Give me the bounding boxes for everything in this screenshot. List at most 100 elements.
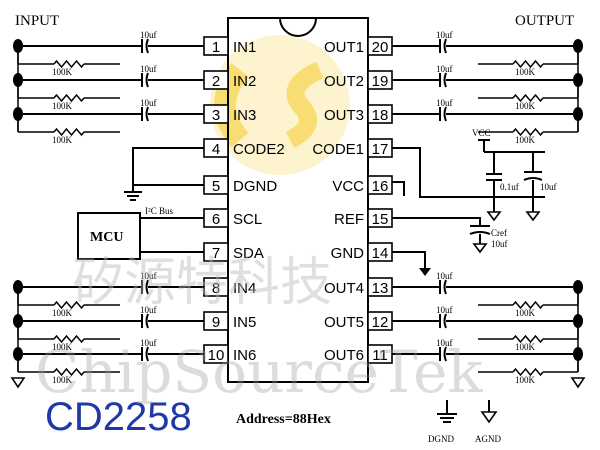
pin-number: 10 <box>208 347 225 364</box>
cap-label: 10uf <box>436 64 453 74</box>
cap-label: 10uf <box>436 271 453 281</box>
pin-20: 20 OUT1 <box>324 36 393 56</box>
pin-14: 14 GND <box>331 242 393 262</box>
pin-name: GND <box>331 245 365 262</box>
pin-name: REF <box>334 211 364 228</box>
pin-17: 17 CODE1 <box>312 138 393 158</box>
mcu-label: MCU <box>90 230 123 245</box>
pin-name: OUT5 <box>324 314 364 331</box>
gnd-wiring <box>392 251 431 276</box>
ref-wiring <box>392 217 491 254</box>
input-channel-4: 10uf 100K <box>13 271 204 318</box>
pin-name: DGND <box>233 178 277 195</box>
cap-label: 10uf <box>140 64 157 74</box>
pin-name: CODE1 <box>312 141 364 158</box>
pin-number: 2 <box>212 73 220 90</box>
pin-number: 4 <box>212 141 220 158</box>
cref-value: 10uf <box>491 239 508 249</box>
pin-name: IN5 <box>233 314 256 331</box>
pin-number: 1 <box>212 39 220 56</box>
pin-number: 9 <box>212 314 220 331</box>
cap-label: 10uf <box>140 98 157 108</box>
pin-name: OUT4 <box>324 280 364 297</box>
cap-label: 10uf <box>140 271 157 281</box>
pin-8: 8 IN4 <box>203 277 256 297</box>
chip-title: CD2258 <box>45 395 192 439</box>
code2-dgnd-wiring <box>124 147 204 201</box>
pin-5: 5 DGND <box>203 175 277 195</box>
pin-name: OUT1 <box>324 39 364 56</box>
resistor-label: 100K <box>515 342 536 352</box>
pin-number: 18 <box>372 107 389 124</box>
ground-symbols <box>437 400 498 424</box>
dgnd-label: DGND <box>428 434 454 444</box>
resistor-label: 100K <box>52 308 73 318</box>
resistor-label: 100K <box>515 135 536 145</box>
cap-label: 10uf <box>140 30 157 40</box>
mcu-box <box>77 212 141 260</box>
pin-name: IN1 <box>233 39 256 56</box>
pin-number: 14 <box>372 245 389 262</box>
cref-label: Cref <box>491 228 507 238</box>
watermark-chinese: 矽源特科技 <box>72 253 332 313</box>
right-pins: 20OUT119OUT218OUT317CODE116VCC15REF14GND… <box>312 36 393 364</box>
pin-11: 11 OUT6 <box>324 344 393 364</box>
input-channel-2: 10uf 100K <box>13 64 204 111</box>
address-note: Address=88Hex <box>236 412 331 427</box>
pin-1: 1 IN1 <box>203 36 256 56</box>
decoupling-big-label: 10uf <box>540 182 557 192</box>
agnd-label: AGND <box>475 434 501 444</box>
resistor-label: 100K <box>515 375 536 385</box>
resistor-label: 100K <box>515 101 536 111</box>
pin-number: 5 <box>212 178 220 195</box>
resistor-label: 100K <box>515 308 536 318</box>
pin-box <box>367 175 393 195</box>
pin-3: 3 IN3 <box>203 104 256 124</box>
pin-number: 3 <box>212 107 220 124</box>
pin-number: 16 <box>372 178 389 195</box>
pin-number: 11 <box>372 347 388 364</box>
resistor-label: 100K <box>52 375 73 385</box>
watermark-english: ChipSourceTek <box>35 338 483 406</box>
cap-label: 10uf <box>436 305 453 315</box>
pin-name: IN6 <box>233 347 256 364</box>
cap-label: 10uf <box>140 305 157 315</box>
resistor-label: 100K <box>52 342 73 352</box>
pin-name: SDA <box>233 245 264 262</box>
pin-name: OUT6 <box>324 347 364 364</box>
pin-name: IN4 <box>233 280 256 297</box>
code1-vcc-wiring <box>392 139 545 222</box>
pin-name: IN3 <box>233 107 256 124</box>
output-channel-1: 10uf 100K <box>392 30 583 77</box>
resistor-label: 100K <box>52 67 73 77</box>
cap-label: 10uf <box>436 30 453 40</box>
input-header: INPUT <box>15 13 59 29</box>
vcc-label: VCC <box>472 128 491 138</box>
pin-name: SCL <box>233 211 262 228</box>
pin-number: 17 <box>372 141 389 158</box>
decoupling-small-label: 0.1uf <box>500 182 519 192</box>
pin-number: 6 <box>212 211 220 228</box>
pin-9: 9 IN5 <box>203 311 256 331</box>
pin-6: 6 SCL <box>203 208 262 228</box>
pin-name: IN2 <box>233 73 256 90</box>
pin-number: 20 <box>372 39 389 56</box>
bus-label: I²C Bus <box>145 206 173 216</box>
chip-body <box>227 17 369 383</box>
cap-label: 10uf <box>436 338 453 348</box>
pin-number: 8 <box>212 280 220 297</box>
pin-2: 2 IN2 <box>203 70 256 90</box>
pin-10: 10 IN6 <box>203 344 256 364</box>
resistor-label: 100K <box>515 67 536 77</box>
